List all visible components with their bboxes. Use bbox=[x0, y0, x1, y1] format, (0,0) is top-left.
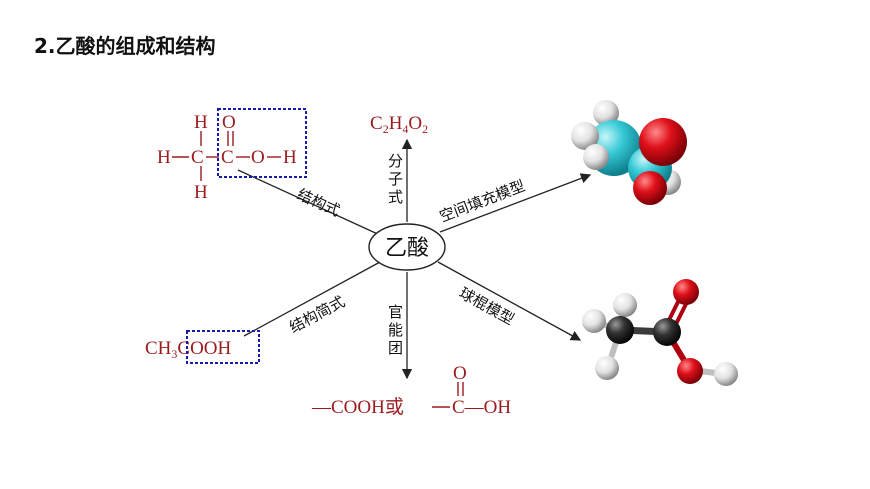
struct-o-top: O bbox=[222, 112, 236, 133]
branch-label-molecular: 分 子 式 bbox=[388, 152, 403, 206]
struct-c2: C bbox=[221, 147, 234, 168]
struct-carboxyl-box bbox=[217, 108, 307, 178]
branch-label-molecular-3: 式 bbox=[388, 188, 403, 206]
condensed-formula-text: CH3COOH bbox=[145, 338, 232, 361]
branch-label-condensed: 结构简式 bbox=[286, 292, 347, 336]
line-to-structural bbox=[237, 169, 383, 237]
struct-c1: C bbox=[191, 147, 204, 168]
condensed-cooh-box bbox=[186, 330, 260, 364]
branch-label-molecular-2: 子 bbox=[388, 170, 403, 188]
mf-c-sub: 2 bbox=[383, 122, 389, 136]
sf-oxygen-bottom bbox=[633, 171, 667, 205]
ball-stick-model bbox=[582, 279, 738, 386]
sf-hydrogen-left bbox=[571, 122, 599, 150]
struct-h-top: H bbox=[194, 112, 208, 133]
bs-hydrogen-4 bbox=[714, 362, 738, 386]
mf-c: C bbox=[370, 113, 383, 134]
mf-h: H bbox=[389, 113, 403, 134]
sf-hydrogen-front bbox=[583, 144, 609, 170]
branch-label-functional-3: 团 bbox=[388, 339, 403, 357]
struct-h-right: H bbox=[283, 147, 297, 168]
mf-o: O bbox=[408, 113, 422, 134]
bs-hydrogen-3 bbox=[595, 356, 619, 380]
cf-sub: 3 bbox=[171, 347, 177, 361]
structural-formula: H H C H C O O H bbox=[157, 108, 307, 203]
branch-label-space-filling: 空间填充模型 bbox=[437, 177, 527, 226]
center-label: 乙酸 bbox=[385, 236, 429, 261]
page-title: 2.乙酸的组成和结构 bbox=[34, 34, 216, 58]
fg-cooh-text: —COOH或 bbox=[311, 396, 404, 418]
branch-label-functional-1: 官 bbox=[388, 303, 403, 321]
bs-hydrogen-1 bbox=[582, 309, 606, 333]
space-filling-model bbox=[571, 100, 687, 205]
center-ellipse bbox=[368, 223, 446, 271]
cf-group: COOH bbox=[177, 338, 231, 359]
bs-carbon-1 bbox=[606, 316, 634, 344]
bs-oxygen-2 bbox=[677, 358, 703, 384]
branch-label-structural: 结构式 bbox=[294, 185, 342, 220]
branch-label-functional-2: 能 bbox=[388, 321, 403, 339]
arrow-space-filling bbox=[439, 173, 592, 233]
struct-o-right: O bbox=[251, 147, 265, 168]
cf-prefix: CH bbox=[145, 338, 172, 359]
molecular-formula: C2H4O2 bbox=[370, 113, 428, 136]
struct-h-bottom: H bbox=[194, 182, 208, 203]
branch-label-molecular-1: 分 bbox=[388, 152, 403, 170]
bs-hydrogen-2 bbox=[613, 293, 637, 317]
functional-group-formula: —COOH或 O C—OH bbox=[311, 363, 511, 418]
arrow-ball-stick bbox=[437, 261, 582, 341]
bs-oxygen-1 bbox=[673, 279, 699, 305]
mf-h-sub: 4 bbox=[402, 122, 408, 136]
bs-carbon-2 bbox=[653, 318, 681, 346]
fg-rest: C—OH bbox=[452, 397, 511, 418]
condensed-formula: CH3COOH bbox=[145, 330, 260, 364]
line-to-condensed bbox=[243, 261, 381, 337]
mf-o-sub: 2 bbox=[422, 122, 428, 136]
branch-label-functional: 官 能 团 bbox=[388, 303, 403, 357]
fg-o: O bbox=[453, 363, 467, 384]
sf-oxygen-top bbox=[639, 118, 687, 166]
struct-h-left: H bbox=[157, 147, 171, 168]
branch-label-ball-stick: 球棍模型 bbox=[456, 284, 517, 329]
sf-hydrogen-top bbox=[593, 100, 619, 126]
